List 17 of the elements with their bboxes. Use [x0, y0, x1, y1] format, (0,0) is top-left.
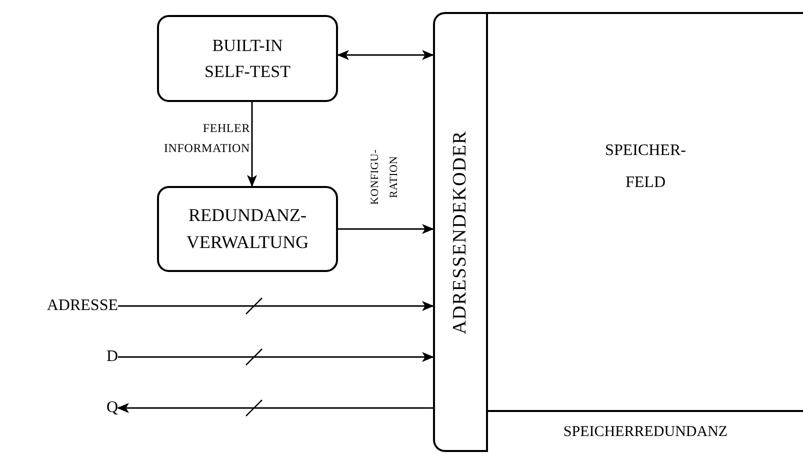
arrow	[118, 301, 434, 311]
process-box: REDUNDANZ- VERWALTUNG	[157, 186, 338, 272]
decoder-block	[433, 12, 486, 452]
redundancy-block: SPEICHERREDUNDANZ	[486, 410, 803, 452]
signal-name: ADRESSE	[6, 295, 118, 317]
arrow	[338, 224, 434, 234]
process-box: BUILT-IN SELF-TEST	[157, 15, 338, 102]
arrow	[118, 352, 434, 362]
block-label: ADRESSENDEKODER	[449, 130, 470, 334]
signal-name: D	[70, 346, 118, 368]
edge-label: KONFIGU- RATION	[368, 148, 401, 207]
edge-label: FEHLER INFORMATION	[163, 120, 250, 157]
arrow	[117, 403, 433, 413]
arrow	[337, 50, 434, 60]
memory-array-block: SPEICHER- FELD	[486, 12, 803, 410]
signal-name: Q	[70, 397, 118, 419]
arrow	[247, 102, 257, 187]
